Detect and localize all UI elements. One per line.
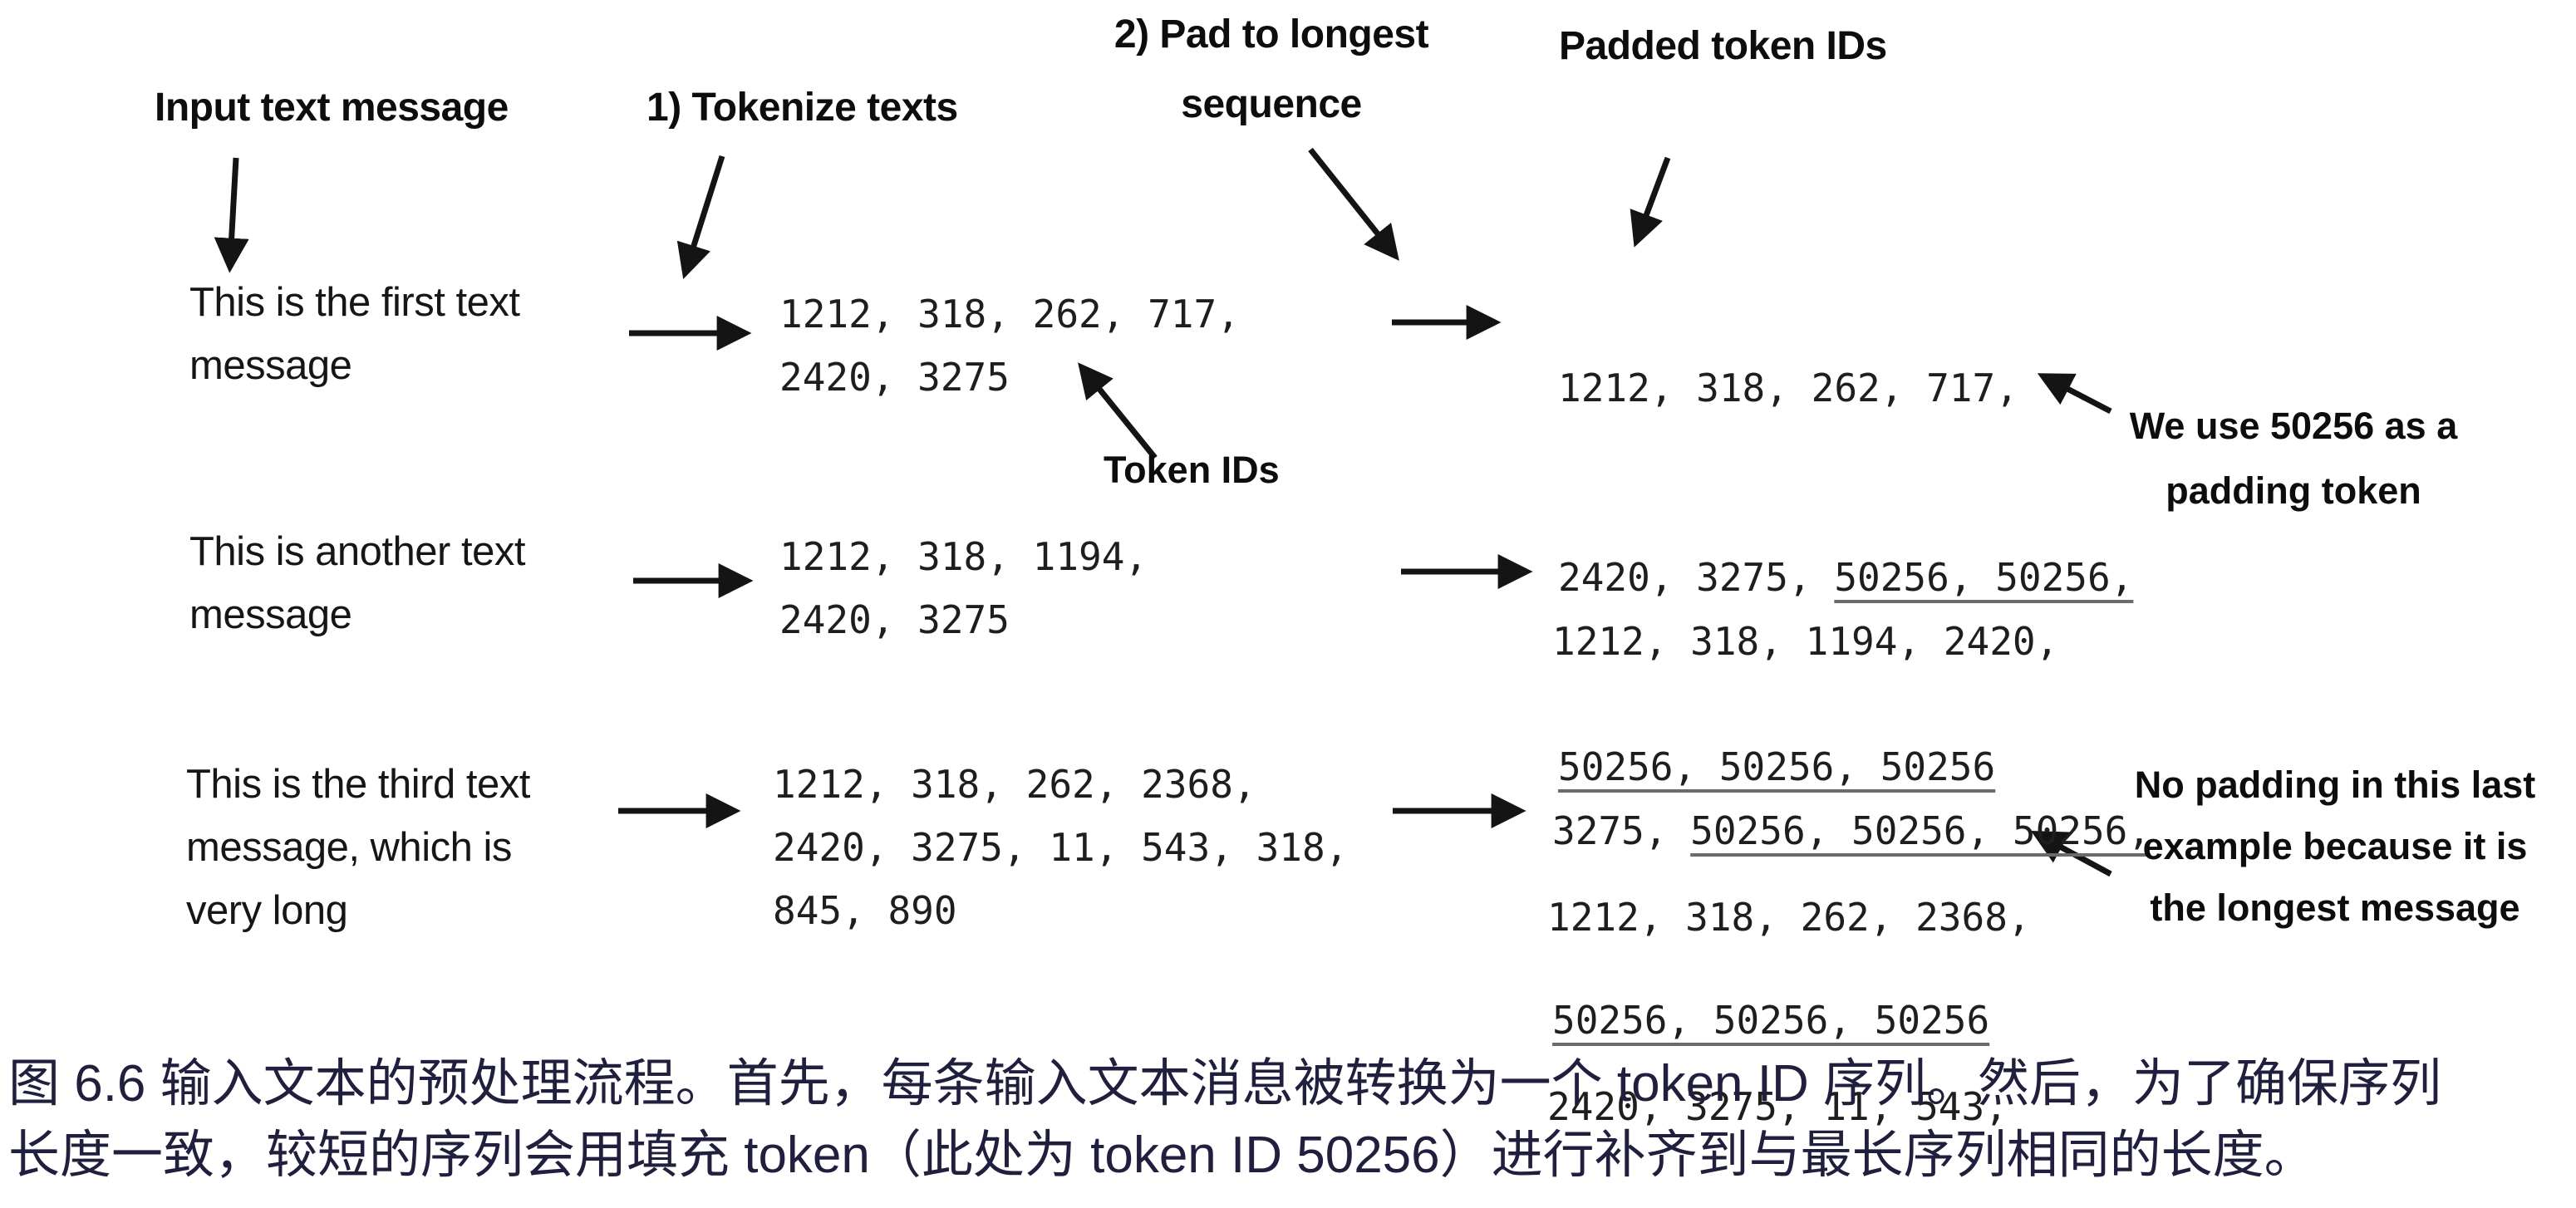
- row3-token-ids: 1212, 318, 262, 2368, 2420, 3275, 11, 54…: [773, 762, 1349, 933]
- header-tokenize: 1) Tokenize texts: [646, 86, 958, 130]
- row2-padded-token-ids: 1212, 318, 1194, 2420, 3275, 50256, 5025…: [1552, 484, 2151, 1178]
- figure-caption: 图 6.6 输入文本的预处理流程。首先，每条输入文本消息被转换为一个 token…: [8, 1055, 2441, 1184]
- arrow-no-padding-note-pointer: [2030, 831, 2112, 877]
- row3-padded-token-ids: 1212, 318, 262, 2368, 2420, 3275, 11, 54…: [1547, 759, 2031, 1208]
- header-padded-token-ids: Padded token IDs: [1559, 24, 1887, 68]
- header-pad-longest: 2) Pad to longest sequence: [1113, 12, 1429, 126]
- arrow-padding-note-pointer: [2037, 373, 2112, 415]
- token-ids-label: Token IDs: [1104, 449, 1280, 491]
- padded-line: 1212, 318, 262, 717,: [1558, 366, 2018, 410]
- arrow-padded-ids-down: [1630, 156, 1671, 248]
- header-input-text-message: Input text message: [155, 86, 509, 130]
- row1-message-text: This is the first text message: [189, 280, 520, 388]
- padded-line: 2420, 3275, 11, 543,: [1547, 1084, 2008, 1129]
- padded-line: 1212, 318, 1194, 2420,: [1552, 619, 2059, 664]
- note-padding-token: We use 50256 as a padding token: [2129, 405, 2458, 512]
- padded-line: 2420, 3275, 50256, 50256,: [1558, 555, 2134, 600]
- padded-line: 50256, 50256, 50256: [1558, 744, 1996, 789]
- row1-token-ids: 1212, 318, 262, 717, 2420, 3275: [779, 292, 1240, 400]
- arrow-pad-down: [1308, 147, 1399, 261]
- row3-message-text: This is the third text message, which is…: [186, 762, 530, 933]
- row1-padded-token-ids: 1212, 318, 262, 717, 2420, 3275, 50256, …: [1558, 230, 2133, 925]
- arrow-token-ids-pointer: [1078, 362, 1158, 460]
- arrow-input-down: [214, 157, 249, 273]
- row2-message-text: This is another text message: [189, 529, 525, 637]
- padded-line: 1212, 318, 262, 2368,: [1547, 895, 2031, 940]
- row2-token-ids: 1212, 318, 1194, 2420, 3275: [779, 534, 1148, 642]
- padded-line: 50256, 50256, 50256: [1552, 998, 1990, 1043]
- arrow-tokenize-down: [676, 155, 725, 280]
- note-no-padding: No padding in this last example because …: [2134, 764, 2536, 929]
- padded-line: 3275, 50256, 50256, 50256,: [1552, 808, 2151, 853]
